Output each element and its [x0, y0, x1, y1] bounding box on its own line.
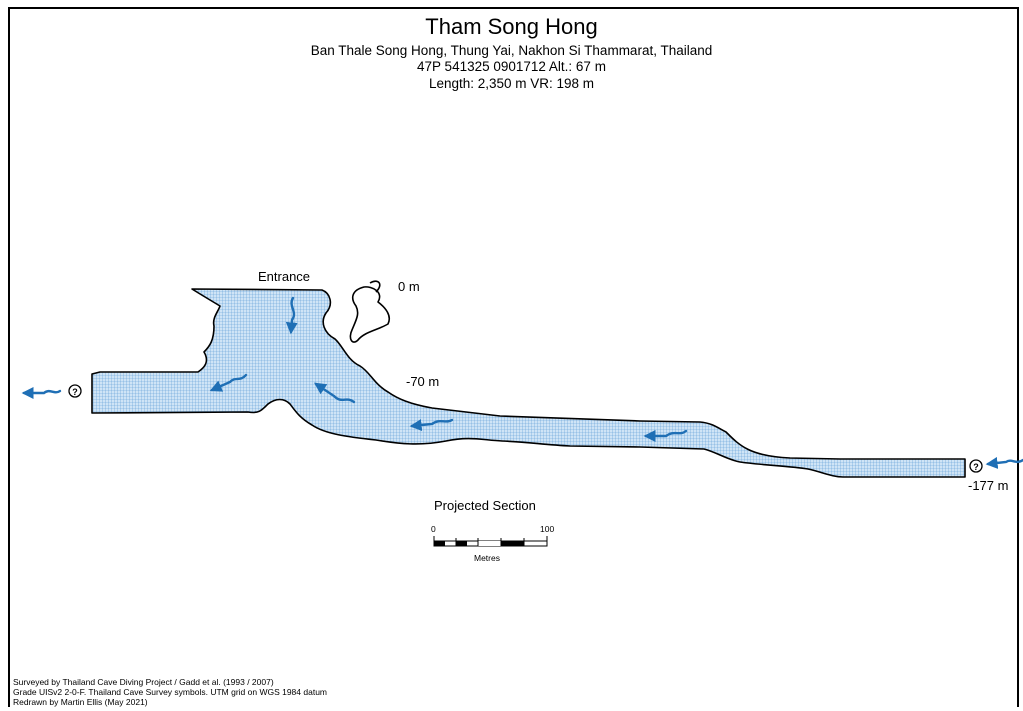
unknown-marker-right: ?: [969, 459, 983, 473]
credit-line: Surveyed by Thailand Cave Diving Project…: [13, 677, 274, 687]
svg-text:?: ?: [72, 387, 78, 397]
map-frame: [8, 7, 1019, 707]
flow-arrow-left-2: [409, 418, 454, 432]
scale-max-label: 100: [540, 524, 555, 534]
credit-line: Redrawn by Martin Ellis (May 2021): [13, 697, 148, 707]
credits-block: Surveyed by Thailand Cave Diving Project…: [13, 677, 327, 707]
rock-pillar: [349, 286, 391, 343]
flow-arrow-left-3: [643, 429, 688, 442]
flow-arrow-upleft: [314, 382, 356, 404]
depth-label-70: -70 m: [406, 374, 440, 389]
flow-arrow-left-1: [209, 373, 248, 392]
credit-line: Grade UISv2 2-0-F. Thailand Cave Survey …: [13, 687, 327, 697]
flow-arrow-out-left: [21, 387, 62, 399]
scale-unit-label: Metres: [474, 553, 500, 563]
flow-arrow-group: [21, 296, 1023, 469]
flooded-passage: [91, 288, 966, 478]
map-coordinates: 47P 541325 0901712 Alt.: 67 m: [417, 59, 606, 74]
entrance-hook: [369, 280, 381, 293]
scale-min-label: 0: [431, 524, 436, 534]
flow-arrow-down: [285, 296, 298, 335]
svg-text:?: ?: [973, 462, 979, 472]
unknown-marker-left: ?: [68, 384, 82, 398]
entrance-label: Entrance: [258, 269, 311, 284]
depth-label-0: 0 m: [398, 279, 420, 294]
scale-bar: [433, 536, 548, 547]
scale-title: Projected Section: [434, 498, 536, 513]
map-title: Tham Song Hong: [425, 14, 598, 39]
map-stats: Length: 2,350 m VR: 198 m: [428, 76, 595, 91]
map-location: Ban Thale Song Hong, Thung Yai, Nakhon S…: [310, 43, 713, 58]
depth-label-177: -177 m: [968, 478, 1009, 493]
flow-arrow-in-right: [985, 456, 1023, 469]
